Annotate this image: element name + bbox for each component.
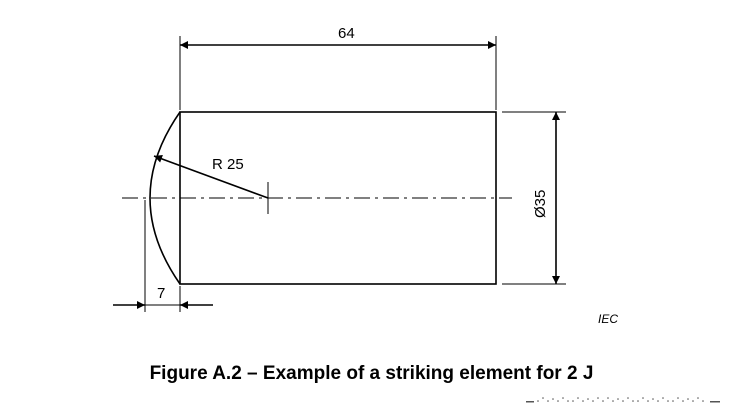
iec-credit: IEC <box>598 312 618 326</box>
spherical-striking-face <box>149 111 181 285</box>
diameter-dimension-label: Ø35 <box>532 190 549 218</box>
footer-decoration <box>526 397 720 403</box>
figure-caption: Figure A.2 – Example of a striking eleme… <box>149 363 594 384</box>
tip-depth-dimension-label: 7 <box>157 285 165 302</box>
radius-leader-arrow <box>153 155 269 199</box>
radius-label: R 25 <box>212 156 244 173</box>
length-dimension-label: 64 <box>338 25 355 42</box>
